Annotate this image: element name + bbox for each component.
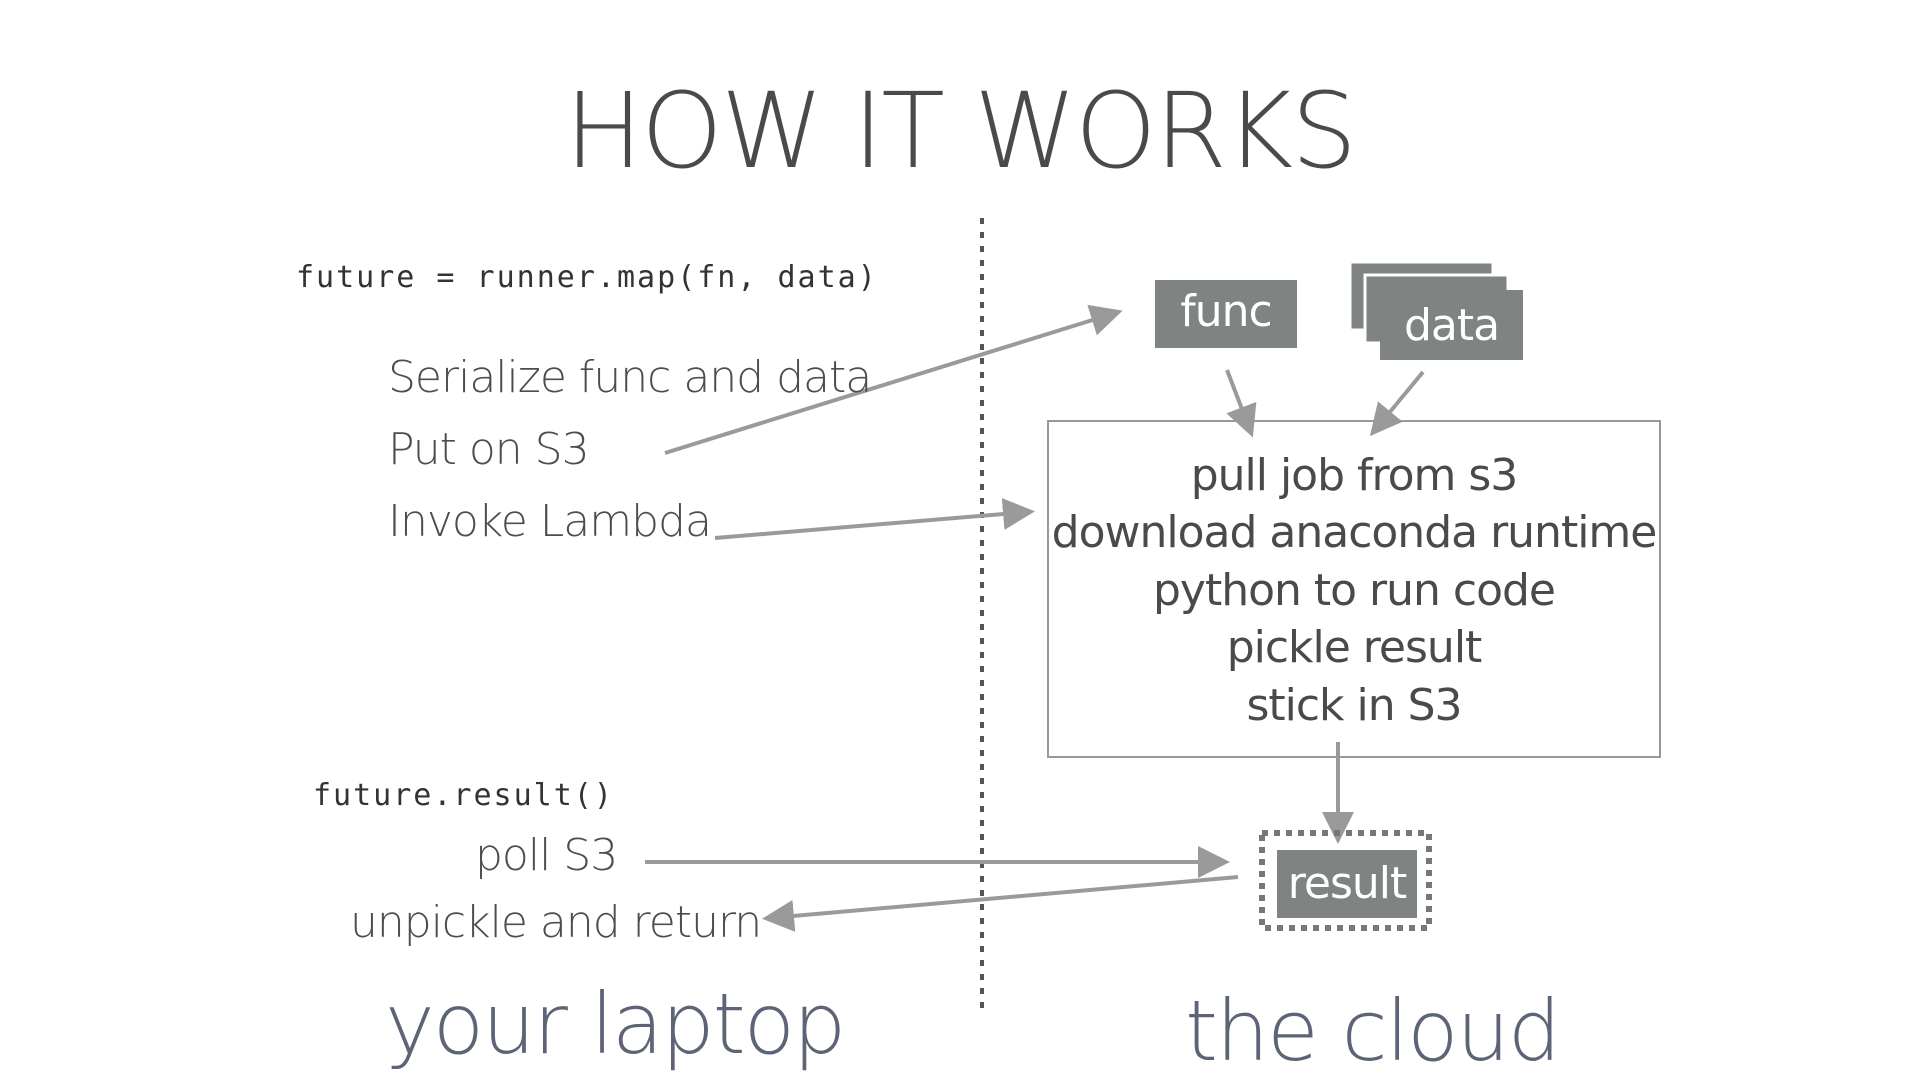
laptop-label: your laptop [385, 975, 846, 1073]
arrow-unpickle [762, 875, 1239, 932]
cloud-step-download: download anaconda runtime [1051, 507, 1658, 558]
map-call-code: future = runner.map(fn, data) [296, 260, 878, 295]
result-call-code: future.result() [313, 778, 614, 813]
cloud-step-pickle: pickle result [1226, 622, 1483, 673]
arrow-invoke-lambda [714, 498, 1035, 540]
cloud-step-run: python to run code [1152, 565, 1556, 616]
result-box: result [1277, 850, 1417, 918]
step-unpickle: unpickle and return [350, 897, 762, 948]
step-serialize: Serialize func and data [388, 352, 872, 403]
slide-title: HOW IT WORKS [564, 70, 1357, 192]
arrow-put-s3-to-func [664, 304, 1123, 455]
cloud-step-stick: stick in S3 [1246, 680, 1462, 731]
cloud-label: the cloud [1185, 982, 1561, 1080]
data-box: data [1380, 290, 1523, 360]
cloud-step-pull: pull job from s3 [1190, 450, 1519, 501]
step-put-s3: Put on S3 [388, 424, 590, 475]
step-invoke-lambda: Invoke Lambda [388, 496, 712, 547]
step-poll-s3: poll S3 [475, 830, 618, 881]
func-box: func [1155, 280, 1297, 348]
lambda-process-box [1047, 420, 1661, 758]
